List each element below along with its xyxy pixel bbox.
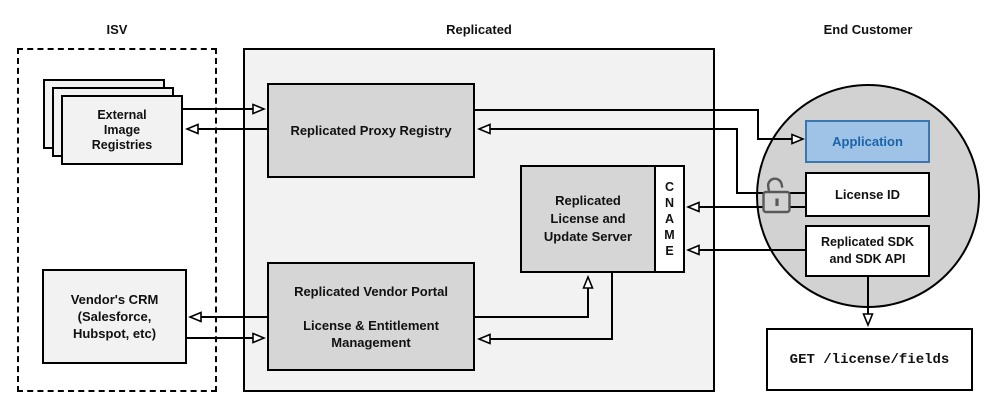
sdk-label-line2: and SDK API: [829, 252, 906, 266]
replicated-proxy-registry-node: Replicated Proxy Registry: [267, 83, 475, 178]
cname-letter-n: N: [664, 196, 675, 210]
cname-letter-m: M: [664, 228, 675, 242]
vendor-portal-title: Replicated Vendor Portal: [294, 283, 448, 299]
crm-label-line3: Hubspot, etc): [72, 326, 157, 341]
registries-label-line2: Image: [103, 122, 141, 137]
cname-letter-c: C: [664, 180, 675, 194]
vendor-portal-subtitle-line1: License & Entitlement: [303, 317, 439, 333]
application-node: Application: [805, 120, 930, 163]
proxy-registry-label: Replicated Proxy Registry: [290, 122, 452, 138]
server-label-line1: Replicated: [555, 193, 621, 208]
cname-node: C N A M E: [654, 165, 685, 273]
isv-group-title: ISV: [106, 22, 128, 37]
cname-letter-a: A: [664, 212, 675, 226]
replicated-group-title: Replicated: [446, 22, 512, 37]
server-label-line2: License and: [550, 211, 626, 226]
crm-label-line2: (Salesforce,: [77, 309, 152, 324]
registries-label-line3: Registries: [91, 137, 153, 152]
end-customer-group-title: End Customer: [823, 22, 913, 37]
vendors-crm-node: Vendor's CRM (Salesforce, Hubspot, etc): [42, 269, 187, 364]
server-label-line3: Update Server: [543, 229, 633, 244]
get-endpoint-label: GET /license/fields: [789, 351, 950, 368]
license-id-label: License ID: [834, 186, 901, 202]
replicated-sdk-node: Replicated SDK and SDK API: [805, 225, 930, 277]
license-id-node: License ID: [805, 172, 930, 217]
replicated-vendor-portal-node: Replicated Vendor Portal License & Entit…: [267, 262, 475, 371]
application-label: Application: [832, 133, 903, 149]
registries-label-line1: External: [97, 107, 147, 122]
vendor-portal-subtitle-line2: Management: [331, 334, 411, 350]
license-update-server-node: Replicated License and Update Server: [520, 165, 656, 273]
crm-label-line1: Vendor's CRM: [70, 292, 159, 307]
sdk-label-line1: Replicated SDK: [820, 235, 915, 249]
external-image-registries-node: External Image Registries: [61, 95, 183, 165]
get-license-fields-node: GET /license/fields: [766, 328, 973, 391]
cname-letter-e: E: [665, 244, 674, 258]
